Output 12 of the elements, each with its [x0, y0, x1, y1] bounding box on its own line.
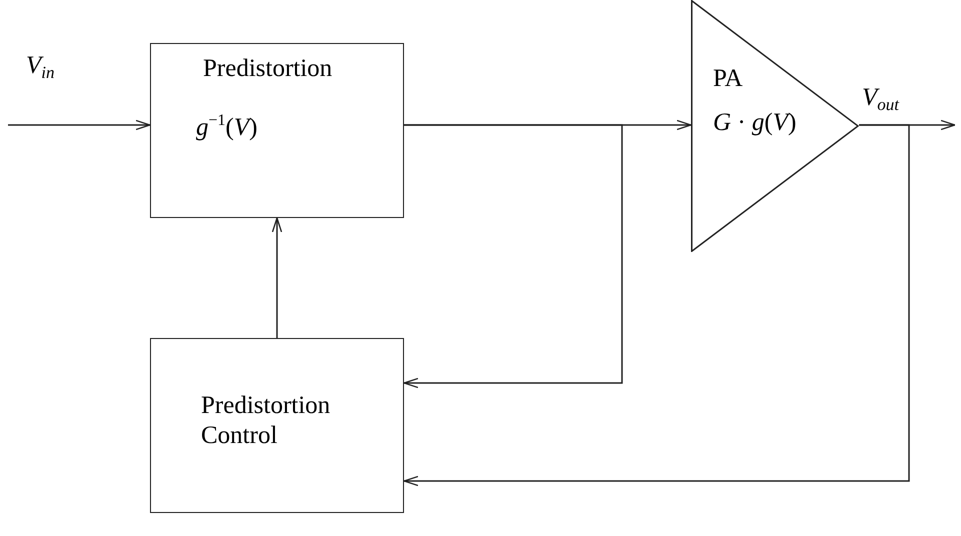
block-label: PA [713, 64, 743, 94]
amplifier-triangle [691, 0, 859, 252]
block-label: Predistortion Control [201, 391, 332, 451]
arrow [272, 217, 282, 338]
transfer-function: G · g(V) [713, 108, 796, 138]
transfer-function: g$^{−1}$(V) [196, 111, 258, 143]
arrow [403, 124, 623, 388]
block-label: Predistortion [203, 54, 332, 84]
process-box [150, 43, 404, 218]
arrow [403, 124, 910, 486]
arrow [8, 120, 151, 130]
process-box [150, 338, 404, 513]
